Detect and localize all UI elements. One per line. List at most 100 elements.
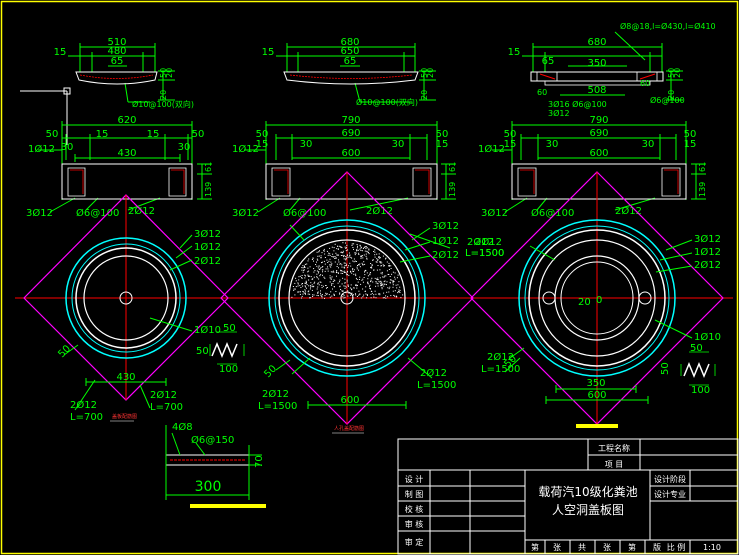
- hatch-dot: [307, 271, 309, 273]
- hatch-dot: [360, 256, 362, 258]
- hatch-dot: [335, 272, 337, 273]
- top-section-3: Ø8@18,l=Ø430,l=Ø410 680 15 65 350 508 60…: [508, 21, 716, 118]
- hatch-dot: [329, 296, 331, 298]
- hatch-dot: [319, 268, 321, 270]
- mid2-bar-r: 2Ø12: [366, 205, 393, 217]
- hatch-dot: [337, 272, 339, 274]
- hatch-dot: [352, 271, 354, 272]
- top1-rebar: Ø10@100(双向): [132, 99, 194, 109]
- hatch-dot: [345, 257, 347, 259]
- hatch-dot: [359, 248, 361, 250]
- hatch-dot: [378, 293, 379, 295]
- hatch-dot: [317, 255, 319, 257]
- hatch-dot: [347, 249, 349, 251]
- hatch-dot: [336, 275, 337, 277]
- hatch-dot: [332, 281, 334, 282]
- hatch-dot: [320, 295, 322, 297]
- hatch-dot: [375, 285, 377, 287]
- hatch-dot: [312, 257, 314, 259]
- hatch-dot: [390, 279, 392, 281]
- hatch-dot: [360, 283, 362, 285]
- hatch-dot: [304, 292, 306, 294]
- top1-mid: 65: [111, 56, 124, 67]
- hatch-dot: [320, 281, 322, 283]
- hatch-dot: [340, 270, 342, 272]
- hatch-dot: [366, 246, 367, 248]
- hatch-dot: [345, 258, 347, 260]
- hatch-dot: [302, 285, 304, 287]
- hatch-dot: [342, 290, 344, 292]
- hatch-dot: [374, 251, 376, 253]
- hatch-dot: [316, 288, 318, 290]
- hatch-dot: [377, 279, 379, 280]
- top3-inner-b: 508: [587, 85, 606, 96]
- hatch-dot: [377, 265, 379, 266]
- top3-edge: 15: [508, 47, 521, 58]
- hatch-dot: [321, 284, 323, 286]
- hatch-dot: [329, 264, 331, 265]
- hatch-dot: [324, 270, 326, 272]
- mid3-inner: 690: [589, 128, 608, 139]
- hatch-dot: [306, 287, 307, 289]
- hatch-dot: [376, 261, 378, 263]
- hatch-dot: [333, 293, 335, 295]
- plan2-rr1: 2Ø12: [420, 367, 447, 379]
- hatch-dot: [397, 291, 399, 293]
- hatch-dot: [360, 257, 362, 259]
- mid2-inner: 690: [341, 128, 360, 139]
- hatch-dot: [346, 257, 348, 259]
- hatch-dot: [356, 287, 358, 289]
- hatch-dot: [313, 282, 315, 284]
- hatch-dot: [305, 275, 306, 277]
- top3-rebar2: 3Ø16 Ø6@100: [548, 99, 607, 109]
- hatch-dot: [349, 287, 351, 289]
- hatch-dot: [380, 265, 382, 267]
- plan3-hw: 50: [690, 343, 703, 354]
- hatch-dot: [381, 271, 383, 273]
- plan2-b1: 2Ø12: [262, 388, 289, 400]
- detail-rebar: Ø6@150: [191, 434, 234, 446]
- hatch-dot: [374, 277, 376, 279]
- plan2-r1: 3Ø12: [432, 220, 459, 232]
- hatch-dot: [348, 274, 350, 276]
- hatch-dot: [317, 282, 319, 284]
- hatch-dot: [342, 254, 344, 256]
- hatch-dot: [351, 272, 353, 274]
- hatch-dot: [317, 286, 319, 288]
- hatch-dot: [320, 257, 322, 259]
- hatch-dot: [342, 242, 344, 244]
- hatch-dot: [363, 247, 365, 248]
- hatch-dot: [310, 297, 312, 299]
- hatch-dot: [378, 280, 380, 282]
- hatch-dot: [334, 280, 336, 282]
- hatch-dot: [343, 294, 345, 296]
- hatch-dot: [353, 261, 355, 263]
- hatch-dot: [380, 272, 382, 274]
- hatch-dot: [316, 294, 318, 296]
- hatch-dot: [320, 292, 321, 294]
- mid2-bar-l: 3Ø12: [232, 207, 259, 219]
- hatch-dot: [361, 297, 363, 299]
- hatch-dot: [364, 250, 366, 252]
- hatch-dot: [387, 296, 389, 298]
- hatch-dot: [340, 272, 342, 274]
- hatch-dot: [392, 271, 394, 273]
- hatch-dot: [343, 285, 345, 287]
- top3-a: 60: [537, 88, 547, 97]
- hatch-dot: [344, 282, 346, 284]
- mid1-e2: 15: [96, 129, 109, 140]
- hatch-dot: [376, 269, 378, 271]
- top-section-2: 680 650 15 65 20 50 20 Ø10@100(双向): [262, 37, 436, 107]
- hatch-dot: [342, 250, 344, 252]
- hatch-dot: [365, 248, 367, 250]
- plan1-b1: 2Ø12: [70, 399, 97, 411]
- hatch-dot: [360, 247, 362, 249]
- hatch-dot: [313, 276, 315, 278]
- top-section-1: 510 480 15 65 20 50 20 Ø10@100(双向): [54, 37, 194, 109]
- hatch-dot: [295, 286, 297, 288]
- plan3-hb: 100: [691, 385, 710, 396]
- hatch-dot: [369, 273, 371, 275]
- hatch-dot: [354, 254, 356, 256]
- hatch-dot: [303, 269, 305, 271]
- plan3-r1: 3Ø12: [694, 233, 721, 245]
